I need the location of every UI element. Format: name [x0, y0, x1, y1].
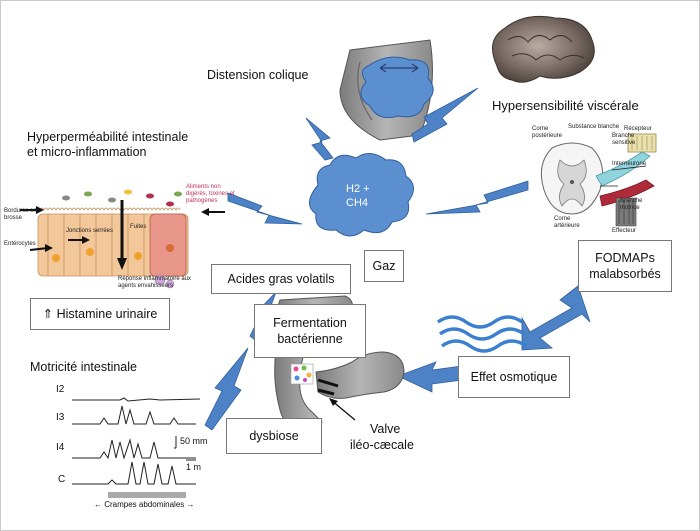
trace-label-i3: I3 — [56, 412, 65, 423]
cramp-label: ← Crampes abdominales → — [94, 500, 195, 509]
scale-x-label: 1 m — [186, 462, 202, 472]
effet-osmotique-box: Effet osmotique — [458, 356, 570, 398]
histamine-box: ⇑ Histamine urinaire — [30, 298, 170, 330]
effecteur-label: Effecteur — [612, 228, 636, 234]
bolt-spinal-to-cloud — [425, 180, 529, 215]
bolt-dysbiose-to-motility — [204, 347, 249, 431]
interneurone-label: Interneurone — [612, 161, 647, 167]
aliments-label: Aliments non digérés, toxines et pathogè… — [186, 184, 235, 204]
recepteur-label: Récepteur — [624, 126, 652, 132]
brain-drawing — [492, 15, 595, 83]
motility-traces — [72, 397, 201, 485]
corne-arterieure-label: Corne artérieure — [554, 216, 580, 229]
hyperpermeabilite-label-line1: Hyperperméabilité intestinale — [27, 130, 189, 144]
fodmaps-box: FODMAPs malabsorbés — [578, 240, 672, 292]
valve-label-line2: iléo-cæcale — [350, 438, 414, 452]
valve-label-line1: Valve — [370, 422, 401, 436]
fodmaps-text-line1: FODMAPs — [595, 251, 655, 265]
effet-osmotique-text: Effet osmotique — [470, 370, 558, 384]
trace-c — [72, 461, 196, 485]
motility-scale — [108, 436, 196, 498]
hypersensibilite-label: Hypersensibilité viscérale — [492, 98, 639, 113]
fermentation-text-line1: Fermentation — [273, 316, 347, 330]
gaz-text: Gaz — [372, 259, 396, 273]
enterocytes-label: Entérocytes — [4, 241, 36, 247]
gas-cloud — [309, 153, 414, 237]
valve-pointer-arrow — [329, 398, 356, 421]
trace-label-c: C — [58, 474, 66, 485]
fermentation-text-line2: bactérienne — [277, 332, 343, 346]
jonctions-label: Jonctions serrées — [66, 228, 114, 234]
trace-label-i2: I2 — [56, 384, 65, 395]
colon-distension-drawing — [339, 39, 434, 141]
acides-gras-text: Acides gras volatils — [227, 272, 335, 286]
bolt-cloud-to-colon — [305, 117, 334, 161]
bordures-label: Bordures en brosse — [4, 208, 37, 221]
dysbiose-box: dysbiose — [226, 418, 322, 454]
dysbiose-text: dysbiose — [249, 429, 299, 443]
bolt-colon-to-brain — [411, 87, 479, 143]
gaz-box: Gaz — [364, 250, 404, 282]
arrow-osmotic-to-gut — [396, 361, 463, 393]
osmotic-waves — [436, 315, 528, 353]
acides-gras-box: Acides gras volatils — [211, 264, 351, 294]
histamine-text: ⇑ Histamine urinaire — [42, 307, 158, 321]
trace-i2 — [72, 397, 201, 402]
arrow-fodmaps-to-osmotic — [521, 285, 591, 351]
fuites-label: Fuites — [130, 224, 147, 230]
fodmaps-text-line2: malabsorbés — [589, 267, 661, 281]
gas-cloud-label-line1: H2 + — [346, 183, 370, 195]
distension-label: Distension colique — [207, 68, 309, 82]
trace-label-i4: I4 — [56, 442, 65, 453]
intestinal-barrier-drawing — [20, 189, 225, 289]
fermentation-box: Fermentation bactérienne — [254, 304, 366, 358]
spinal-cord-drawing — [540, 133, 657, 227]
gas-cloud-label-line2: CH4 — [346, 197, 369, 209]
corne-posterieure-label: Corne postérieure — [532, 126, 563, 139]
scale-y-label: 50 mm — [180, 436, 208, 446]
bolt-intestine-to-cloud — [227, 192, 303, 225]
branche-sensitive-label: Branche sensitive — [612, 133, 636, 146]
block-arrows — [396, 285, 591, 393]
trace-i3 — [72, 405, 196, 425]
hyperpermeabilite-label-line2: et micro-inflammation — [27, 145, 147, 159]
branche-motrice-label: Branche motrice — [620, 198, 643, 211]
motricite-label: Motricité intestinale — [30, 360, 137, 374]
substance-blanche-label: Substance blanche — [568, 124, 620, 130]
trace-i4 — [72, 438, 196, 460]
reponse-label: Réponse inflammatoire aux agents envahis… — [118, 276, 192, 289]
